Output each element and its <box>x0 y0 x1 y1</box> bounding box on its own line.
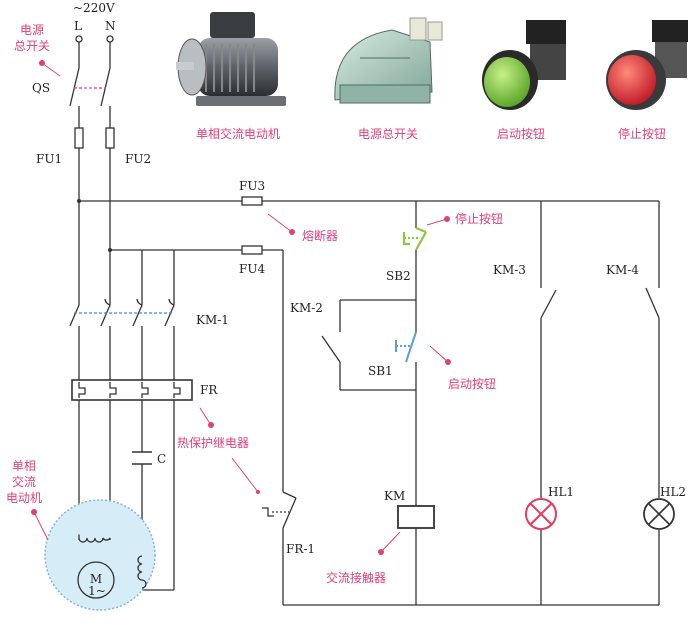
motor-winding <box>78 534 147 589</box>
neutral-terminal-label: N <box>105 19 116 33</box>
hl1-label: HL1 <box>548 485 574 499</box>
stop-button-photo-caption: 停止按钮 <box>618 126 666 141</box>
fu4-label: FU4 <box>239 262 265 276</box>
junction-dot <box>108 248 112 252</box>
stop-button-callout: 停止按钮 <box>455 211 503 226</box>
junction-dot <box>77 199 81 203</box>
main-switch-callout-line2: 总开关 <box>14 39 50 53</box>
km-2-contact <box>321 335 341 363</box>
hl1-lamp <box>525 498 557 530</box>
km-coil <box>397 505 435 529</box>
motor-symbol <box>77 561 115 599</box>
line-terminal <box>75 35 83 43</box>
line-terminal-label: L <box>74 19 82 33</box>
fu2-label: FU2 <box>125 152 151 166</box>
fu3-label: FU3 <box>239 179 265 193</box>
start-button-photo-caption: 启动按钮 <box>497 126 545 141</box>
motor-photo <box>176 12 286 106</box>
fr-label: FR <box>200 383 218 397</box>
capacitor <box>132 451 152 465</box>
sb2-label: SB2 <box>386 269 411 283</box>
qs-main-switch <box>69 67 111 107</box>
fu4-fuse <box>241 245 263 255</box>
thermal-relay-callout-arrow <box>256 490 260 494</box>
fuse-callout-dot <box>289 229 295 235</box>
motor-callout-line2: 交流 <box>12 474 36 489</box>
fr-1-label: FR-1 <box>286 542 315 556</box>
km-1-main-contacts <box>69 298 175 327</box>
main-switch-photo <box>334 17 443 104</box>
capacitor-label: C <box>157 452 166 466</box>
start-button-photo <box>482 20 566 110</box>
km-coil-label: KM <box>384 489 405 503</box>
fu1-fuse <box>74 127 84 149</box>
hl2-lamp <box>643 498 675 530</box>
contactor-callout-dot <box>378 549 384 555</box>
start-button-callout: 启动按钮 <box>448 376 496 391</box>
qs-label: QS <box>32 81 50 95</box>
km-4-contact <box>645 287 660 319</box>
sb2-stop-contact <box>402 226 427 251</box>
thermal-relay-callout: 热保护继电器 <box>177 436 249 450</box>
stop-button-callout-dot <box>444 216 450 222</box>
km-3-contact <box>540 289 557 319</box>
motor-callout-dot <box>31 509 37 515</box>
fuse-callout: 熔断器 <box>302 228 338 243</box>
motor-symbol-letter: M <box>90 572 102 586</box>
start-button-callout-dot <box>445 359 451 365</box>
km-1-label: KM-1 <box>196 313 229 327</box>
fu2-fuse <box>105 127 115 149</box>
motor-housing <box>44 499 156 611</box>
km-3-label: KM-3 <box>493 263 526 277</box>
sb1-start-contact <box>395 331 417 363</box>
contactor-callout: 交流接触器 <box>326 570 386 585</box>
stop-button-photo <box>606 20 688 110</box>
motor-callout-line3: 电动机 <box>6 491 42 505</box>
hl2-label: HL2 <box>660 485 686 499</box>
motor-callout-line1: 单相 <box>12 459 36 473</box>
main-switch-photo-caption: 电源总开关 <box>358 127 418 141</box>
thermal-relay-callout-dot <box>208 422 214 428</box>
km-4-label: KM-4 <box>606 263 639 277</box>
fr-1-contact <box>262 491 297 529</box>
fr-thermal-relay <box>71 379 193 401</box>
main-switch-callout-line1: 电源 <box>20 23 44 37</box>
neutral-terminal <box>106 35 114 43</box>
motor-photo-caption: 单相交流电动机 <box>196 126 280 141</box>
km-2-label: KM-2 <box>290 301 323 315</box>
supply-voltage-label: ~220V <box>73 1 115 15</box>
fu3-fuse <box>241 196 263 206</box>
fu1-label: FU1 <box>36 152 62 166</box>
motor-symbol-sub: 1~ <box>88 584 106 598</box>
sb1-label: SB1 <box>368 364 393 378</box>
